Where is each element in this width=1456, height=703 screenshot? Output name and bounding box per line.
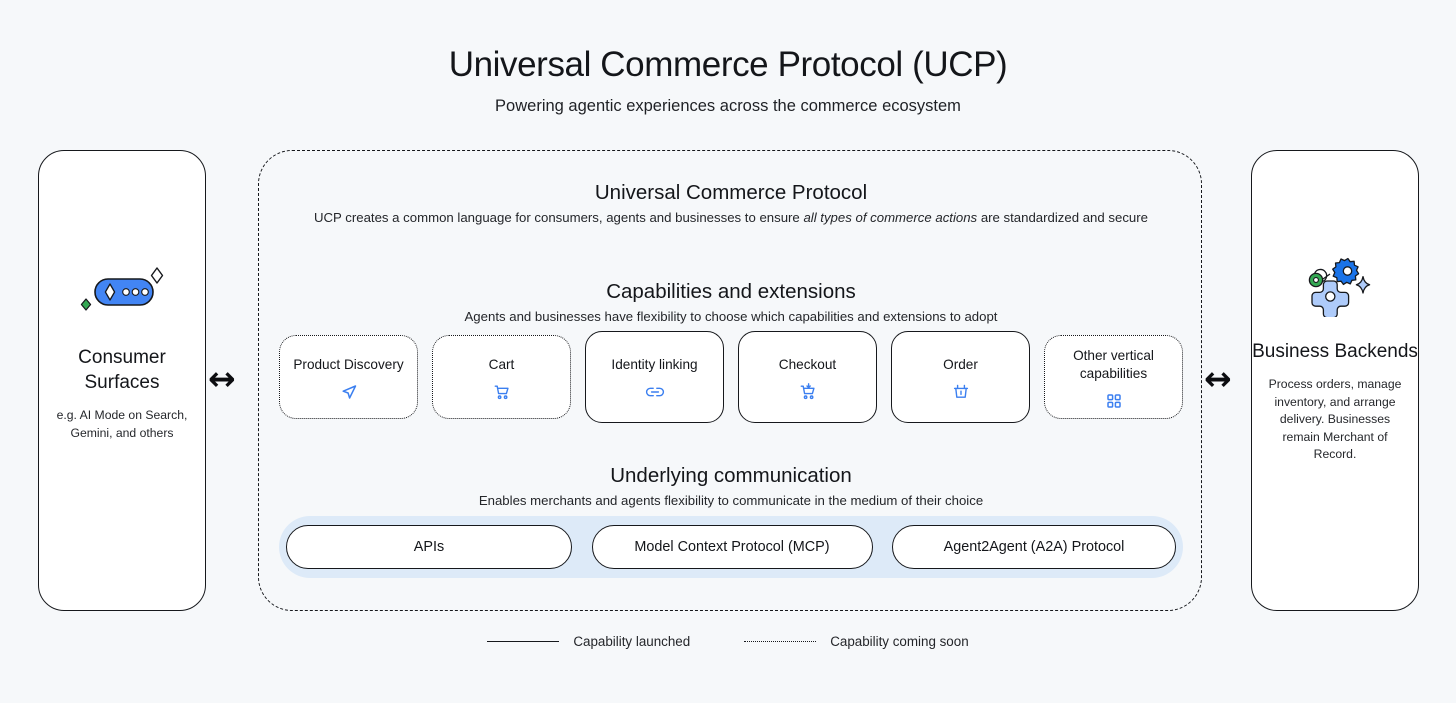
capability-label: Order xyxy=(943,356,978,372)
communication-pill-a2a[interactable]: Agent2Agent (A2A) Protocol xyxy=(892,525,1176,569)
capability-label: Other vertical capabilities xyxy=(1073,348,1154,381)
business-backends-panel: Business Backends Process orders, manage… xyxy=(1251,150,1419,611)
communication-header: Underlying communication Enables merchan… xyxy=(259,462,1203,511)
ucp-description: UCP creates a common language for consum… xyxy=(259,209,1203,228)
capabilities-row: Product Discovery Cart xyxy=(279,331,1183,423)
consumer-surfaces-description: e.g. AI Mode on Search, Gemini, and othe… xyxy=(56,408,188,440)
bidirectional-arrow-left-icon: ↔ xyxy=(208,359,236,398)
capability-card-order[interactable]: Order xyxy=(891,331,1030,423)
shopping-cart-icon xyxy=(493,383,511,400)
capability-label: Identity linking xyxy=(611,356,698,372)
ucp-desc-part2: are standardized and secure xyxy=(977,210,1148,225)
ucp-title: Universal Commerce Protocol xyxy=(594,181,868,204)
ucp-container: Universal Commerce Protocol UCP creates … xyxy=(258,150,1202,611)
page-subtitle: Powering agentic experiences across the … xyxy=(495,97,961,115)
page-header: Universal Commerce Protocol (UCP) Poweri… xyxy=(0,42,1456,117)
cart-checkout-icon xyxy=(799,382,817,400)
ucp-header: Universal Commerce Protocol UCP creates … xyxy=(259,179,1203,228)
capability-card-other-vertical[interactable]: Other vertical capabilities xyxy=(1044,335,1183,419)
legend-item-launched: Capability launched xyxy=(487,634,690,649)
business-backends-description: Process orders, manage inventory, and ar… xyxy=(1268,377,1402,461)
capability-label: Checkout xyxy=(778,356,837,372)
gears-sparkle-icon xyxy=(1289,251,1381,321)
basket-icon xyxy=(952,383,970,400)
communication-pill-apis[interactable]: APIs xyxy=(286,525,572,569)
capabilities-subtitle: Agents and businesses have flexibility t… xyxy=(464,309,998,324)
bidirectional-arrow-right-icon: ↔ xyxy=(1204,359,1232,398)
ai-sparkle-pill-icon xyxy=(76,257,168,327)
capability-card-checkout[interactable]: Checkout xyxy=(738,331,877,423)
legend-item-coming-soon: Capability coming soon xyxy=(744,634,969,649)
capability-card-cart[interactable]: Cart xyxy=(432,335,571,419)
capability-card-identity-linking[interactable]: Identity linking xyxy=(585,331,724,423)
capability-card-product-discovery[interactable]: Product Discovery xyxy=(279,335,418,419)
capability-label: Product Discovery xyxy=(293,356,404,372)
legend-label: Capability launched xyxy=(573,634,691,649)
link-icon xyxy=(645,383,665,400)
legend-label: Capability coming soon xyxy=(830,634,969,649)
consumer-surfaces-title: Consumer Surfaces xyxy=(78,347,166,393)
ucp-desc-italic: all types of commerce actions xyxy=(803,210,978,225)
business-backends-title: Business Backends xyxy=(1252,341,1418,362)
grid-dots-icon xyxy=(1106,392,1122,409)
send-arrow-icon xyxy=(340,383,358,400)
legend: Capability launched Capability coming so… xyxy=(0,634,1456,649)
capabilities-title: Capabilities and extensions xyxy=(606,280,856,303)
capability-label: Cart xyxy=(488,356,515,372)
communication-subtitle: Enables merchants and agents flexibility… xyxy=(478,493,984,508)
ucp-desc-part1: UCP creates a common language for consum… xyxy=(314,210,804,225)
consumer-surfaces-panel: Consumer Surfaces e.g. AI Mode on Search… xyxy=(38,150,206,611)
solid-line-icon xyxy=(487,641,560,642)
capabilities-header: Capabilities and extensions Agents and b… xyxy=(259,278,1203,327)
dotted-line-icon xyxy=(744,641,817,642)
communication-title: Underlying communication xyxy=(610,464,852,487)
communication-pills-container: APIs Model Context Protocol (MCP) Agent2… xyxy=(279,516,1183,578)
page-title: Universal Commerce Protocol (UCP) xyxy=(448,45,1008,84)
communication-pill-mcp[interactable]: Model Context Protocol (MCP) xyxy=(591,525,873,569)
